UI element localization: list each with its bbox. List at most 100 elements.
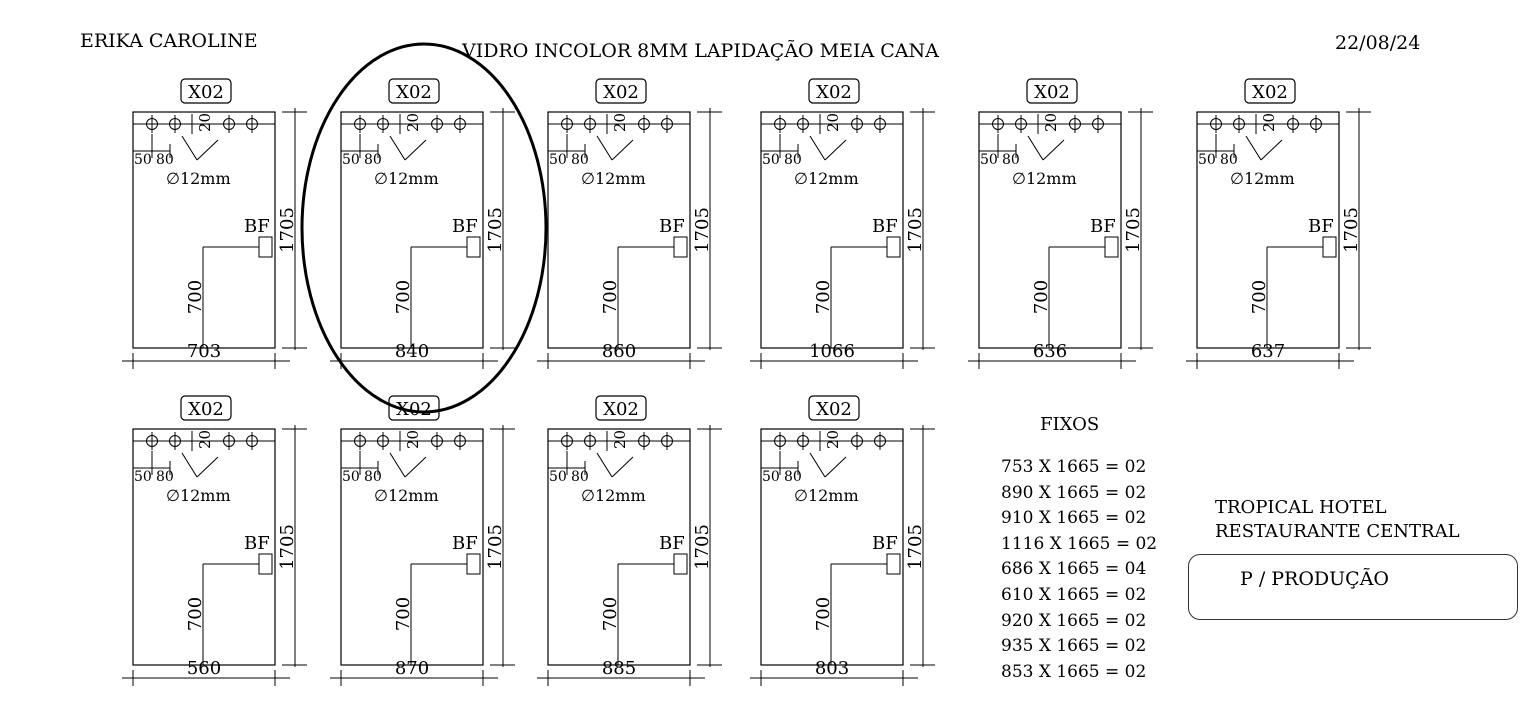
lock-height-label: 700 <box>1249 280 1270 314</box>
lock-label: BF <box>659 216 685 237</box>
height-label: 1705 <box>485 524 506 570</box>
glass-outline <box>978 111 1122 349</box>
hole-marks <box>774 431 886 451</box>
lock-label: BF <box>244 216 270 237</box>
panel-drawing: X02 20 50 80 ∅12mm BF <box>537 395 722 686</box>
hole-spacing-label: 20 <box>1042 113 1060 132</box>
lock-height-label: 700 <box>185 280 206 314</box>
hole-spacing-label: 20 <box>611 113 629 132</box>
width-label: 885 <box>602 658 636 679</box>
lock-label: BF <box>452 216 478 237</box>
hole-marks <box>561 114 673 134</box>
height-label: 1705 <box>692 207 713 253</box>
height-label: 1705 <box>1341 207 1362 253</box>
lock-height-label: 700 <box>1031 280 1052 314</box>
fixos-item: 853 X 1665 = 02 <box>1001 661 1147 682</box>
offset-a-label: 50 <box>342 152 360 168</box>
hole-marks <box>561 431 673 451</box>
lock-height-label: 700 <box>393 597 414 631</box>
glass-outline <box>547 111 691 349</box>
offset-b-label: 80 <box>364 152 382 168</box>
lock-label: BF <box>872 216 898 237</box>
width-label: 870 <box>395 658 429 679</box>
panel-tag: X02 <box>1244 78 1296 104</box>
door-panel: X02 20 50 80 ∅12mm BF <box>750 78 958 402</box>
hole-marks <box>354 114 466 134</box>
svg-text:X02: X02 <box>603 399 639 420</box>
door-panel: X02 20 50 80 ∅12mm BF <box>330 395 538 719</box>
svg-text:X02: X02 <box>396 399 432 420</box>
fixos-item: 890 X 1665 = 02 <box>1001 482 1147 503</box>
hole-diameter-label: ∅12mm <box>1230 169 1295 188</box>
panel-tag: X02 <box>180 78 232 104</box>
svg-text:X02: X02 <box>603 82 639 103</box>
glass-outline <box>760 111 904 349</box>
lock-label: BF <box>659 533 685 554</box>
offset-a-label: 50 <box>980 152 998 168</box>
height-label: 1705 <box>905 524 926 570</box>
offset-a-label: 50 <box>342 469 360 485</box>
hole-marks <box>992 114 1104 134</box>
panel-tag: X02 <box>595 395 647 421</box>
door-panel: X02 20 50 80 ∅12mm BF <box>122 78 330 402</box>
height-label: 1705 <box>485 207 506 253</box>
width-label: 840 <box>395 341 429 362</box>
hole-spacing-label: 20 <box>404 113 422 132</box>
lock-fitting <box>202 236 273 348</box>
fixos-item: 610 X 1665 = 02 <box>1001 584 1147 605</box>
door-panel: X02 20 50 80 ∅12mm BF <box>537 395 745 719</box>
panel-drawing: X02 20 50 80 ∅12mm BF <box>1186 78 1371 369</box>
fixos-item: 910 X 1665 = 02 <box>1001 508 1147 529</box>
lock-fitting <box>1048 236 1119 348</box>
lock-fitting <box>617 236 688 348</box>
hole-marks <box>354 431 466 451</box>
hole-spacing-label: 20 <box>196 113 214 132</box>
lock-fitting <box>410 236 481 348</box>
panel-drawing: X02 20 50 80 ∅12mm BF <box>537 78 722 369</box>
hole-diameter-label: ∅12mm <box>1012 169 1077 188</box>
panel-drawing: X02 20 50 80 ∅12mm BF <box>122 78 307 369</box>
offset-a-label: 50 <box>762 469 780 485</box>
door-panel: X02 20 50 80 ∅12mm BF <box>330 78 538 402</box>
hole-marks <box>774 114 886 134</box>
drawing-date: 22/08/24 <box>1335 32 1421 54</box>
production-box <box>1188 554 1518 620</box>
hole-spacing-label: 20 <box>824 113 842 132</box>
hole-spacing-label: 20 <box>196 430 214 449</box>
offset-b-label: 80 <box>1220 152 1238 168</box>
offset-b-label: 80 <box>571 469 589 485</box>
offset-b-label: 80 <box>784 152 802 168</box>
production-note: P / PRODUÇÃO <box>1240 568 1390 590</box>
lock-label: BF <box>244 533 270 554</box>
panel-drawing: X02 20 50 80 ∅12mm BF <box>750 78 935 369</box>
project-location: RESTAURANTE CENTRAL <box>1215 521 1460 542</box>
height-label: 1705 <box>905 207 926 253</box>
fixos-item: 920 X 1665 = 02 <box>1001 610 1147 631</box>
offset-a-label: 50 <box>549 152 567 168</box>
panel-tag: X02 <box>808 78 860 104</box>
svg-text:X02: X02 <box>188 399 224 420</box>
door-panel: X02 20 50 80 ∅12mm BF <box>537 78 745 402</box>
width-label: 636 <box>1033 341 1067 362</box>
offset-b-label: 80 <box>571 152 589 168</box>
panel-tag: X02 <box>388 78 440 104</box>
glass-description: VIDRO INCOLOR 8MM LAPIDAÇÃO MEIA CANA <box>462 40 939 62</box>
glass-outline <box>760 428 904 666</box>
door-panel: X02 20 50 80 ∅12mm BF <box>122 395 330 719</box>
fixos-item: 1116 X 1665 = 02 <box>1001 533 1158 554</box>
width-label: 803 <box>815 658 849 679</box>
hole-diameter-label: ∅12mm <box>794 169 859 188</box>
height-label: 1705 <box>277 207 298 253</box>
lock-fitting <box>617 553 688 665</box>
offset-a-label: 50 <box>762 152 780 168</box>
hole-diameter-label: ∅12mm <box>374 169 439 188</box>
offset-b-label: 80 <box>364 469 382 485</box>
panel-tag: X02 <box>595 78 647 104</box>
lock-label: BF <box>452 533 478 554</box>
glass-outline <box>547 428 691 666</box>
lock-label: BF <box>1308 216 1334 237</box>
hole-spacing-label: 20 <box>404 430 422 449</box>
lock-height-label: 700 <box>393 280 414 314</box>
hole-diameter-label: ∅12mm <box>166 486 231 505</box>
svg-text:X02: X02 <box>396 82 432 103</box>
